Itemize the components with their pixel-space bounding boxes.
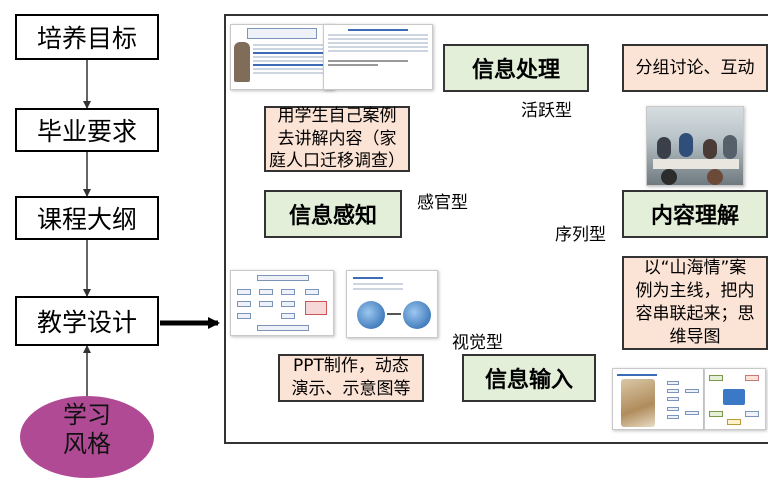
slide-thumbnail-diagram [346, 270, 438, 338]
slide-thumbnail-formula [323, 24, 433, 90]
node-information-input: 信息输入 [462, 354, 596, 402]
node-information-perception: 信息感知 [264, 190, 402, 238]
node-information-processing: 信息处理 [443, 44, 589, 92]
tag-sequential: 序列型 [555, 225, 606, 245]
box-theme-case: 以“山海情”案 例为主线，把内 容串联起来；思 维导图 [622, 256, 768, 350]
box-ppt-demo: PPT制作，动态 演示、示意图等 [278, 354, 424, 402]
tag-active: 活跃型 [521, 101, 572, 121]
slide-thumbnail-population [230, 24, 334, 90]
tag-visual: 视觉型 [452, 333, 503, 353]
step-course-syllabus: 课程大纲 [15, 196, 159, 240]
step-label: 课程大纲 [36, 205, 137, 234]
step-label: 毕业要求 [36, 117, 137, 146]
node-content-understanding: 内容理解 [622, 190, 768, 238]
tag-sensing: 感官型 [417, 193, 468, 213]
mindmap-thumbnail-right [704, 368, 766, 430]
mindmap-thumbnail-left [612, 368, 704, 430]
learning-style-bubble: 学习 风格 [20, 396, 154, 478]
step-training-goal: 培养目标 [15, 14, 159, 60]
step-label: 教学设计 [36, 308, 137, 337]
step-label: 培养目标 [36, 24, 137, 53]
slide-thumbnail-flowchart [230, 270, 334, 336]
step-graduation-requirements: 毕业要求 [15, 108, 159, 152]
step-teaching-design: 教学设计 [15, 296, 159, 346]
box-group-discussion: 分组讨论、互动 [622, 44, 768, 92]
box-student-case: 用学生自己案例 去讲解内容（家 庭人口迁移调查） [264, 106, 410, 172]
classroom-photo [646, 106, 744, 186]
